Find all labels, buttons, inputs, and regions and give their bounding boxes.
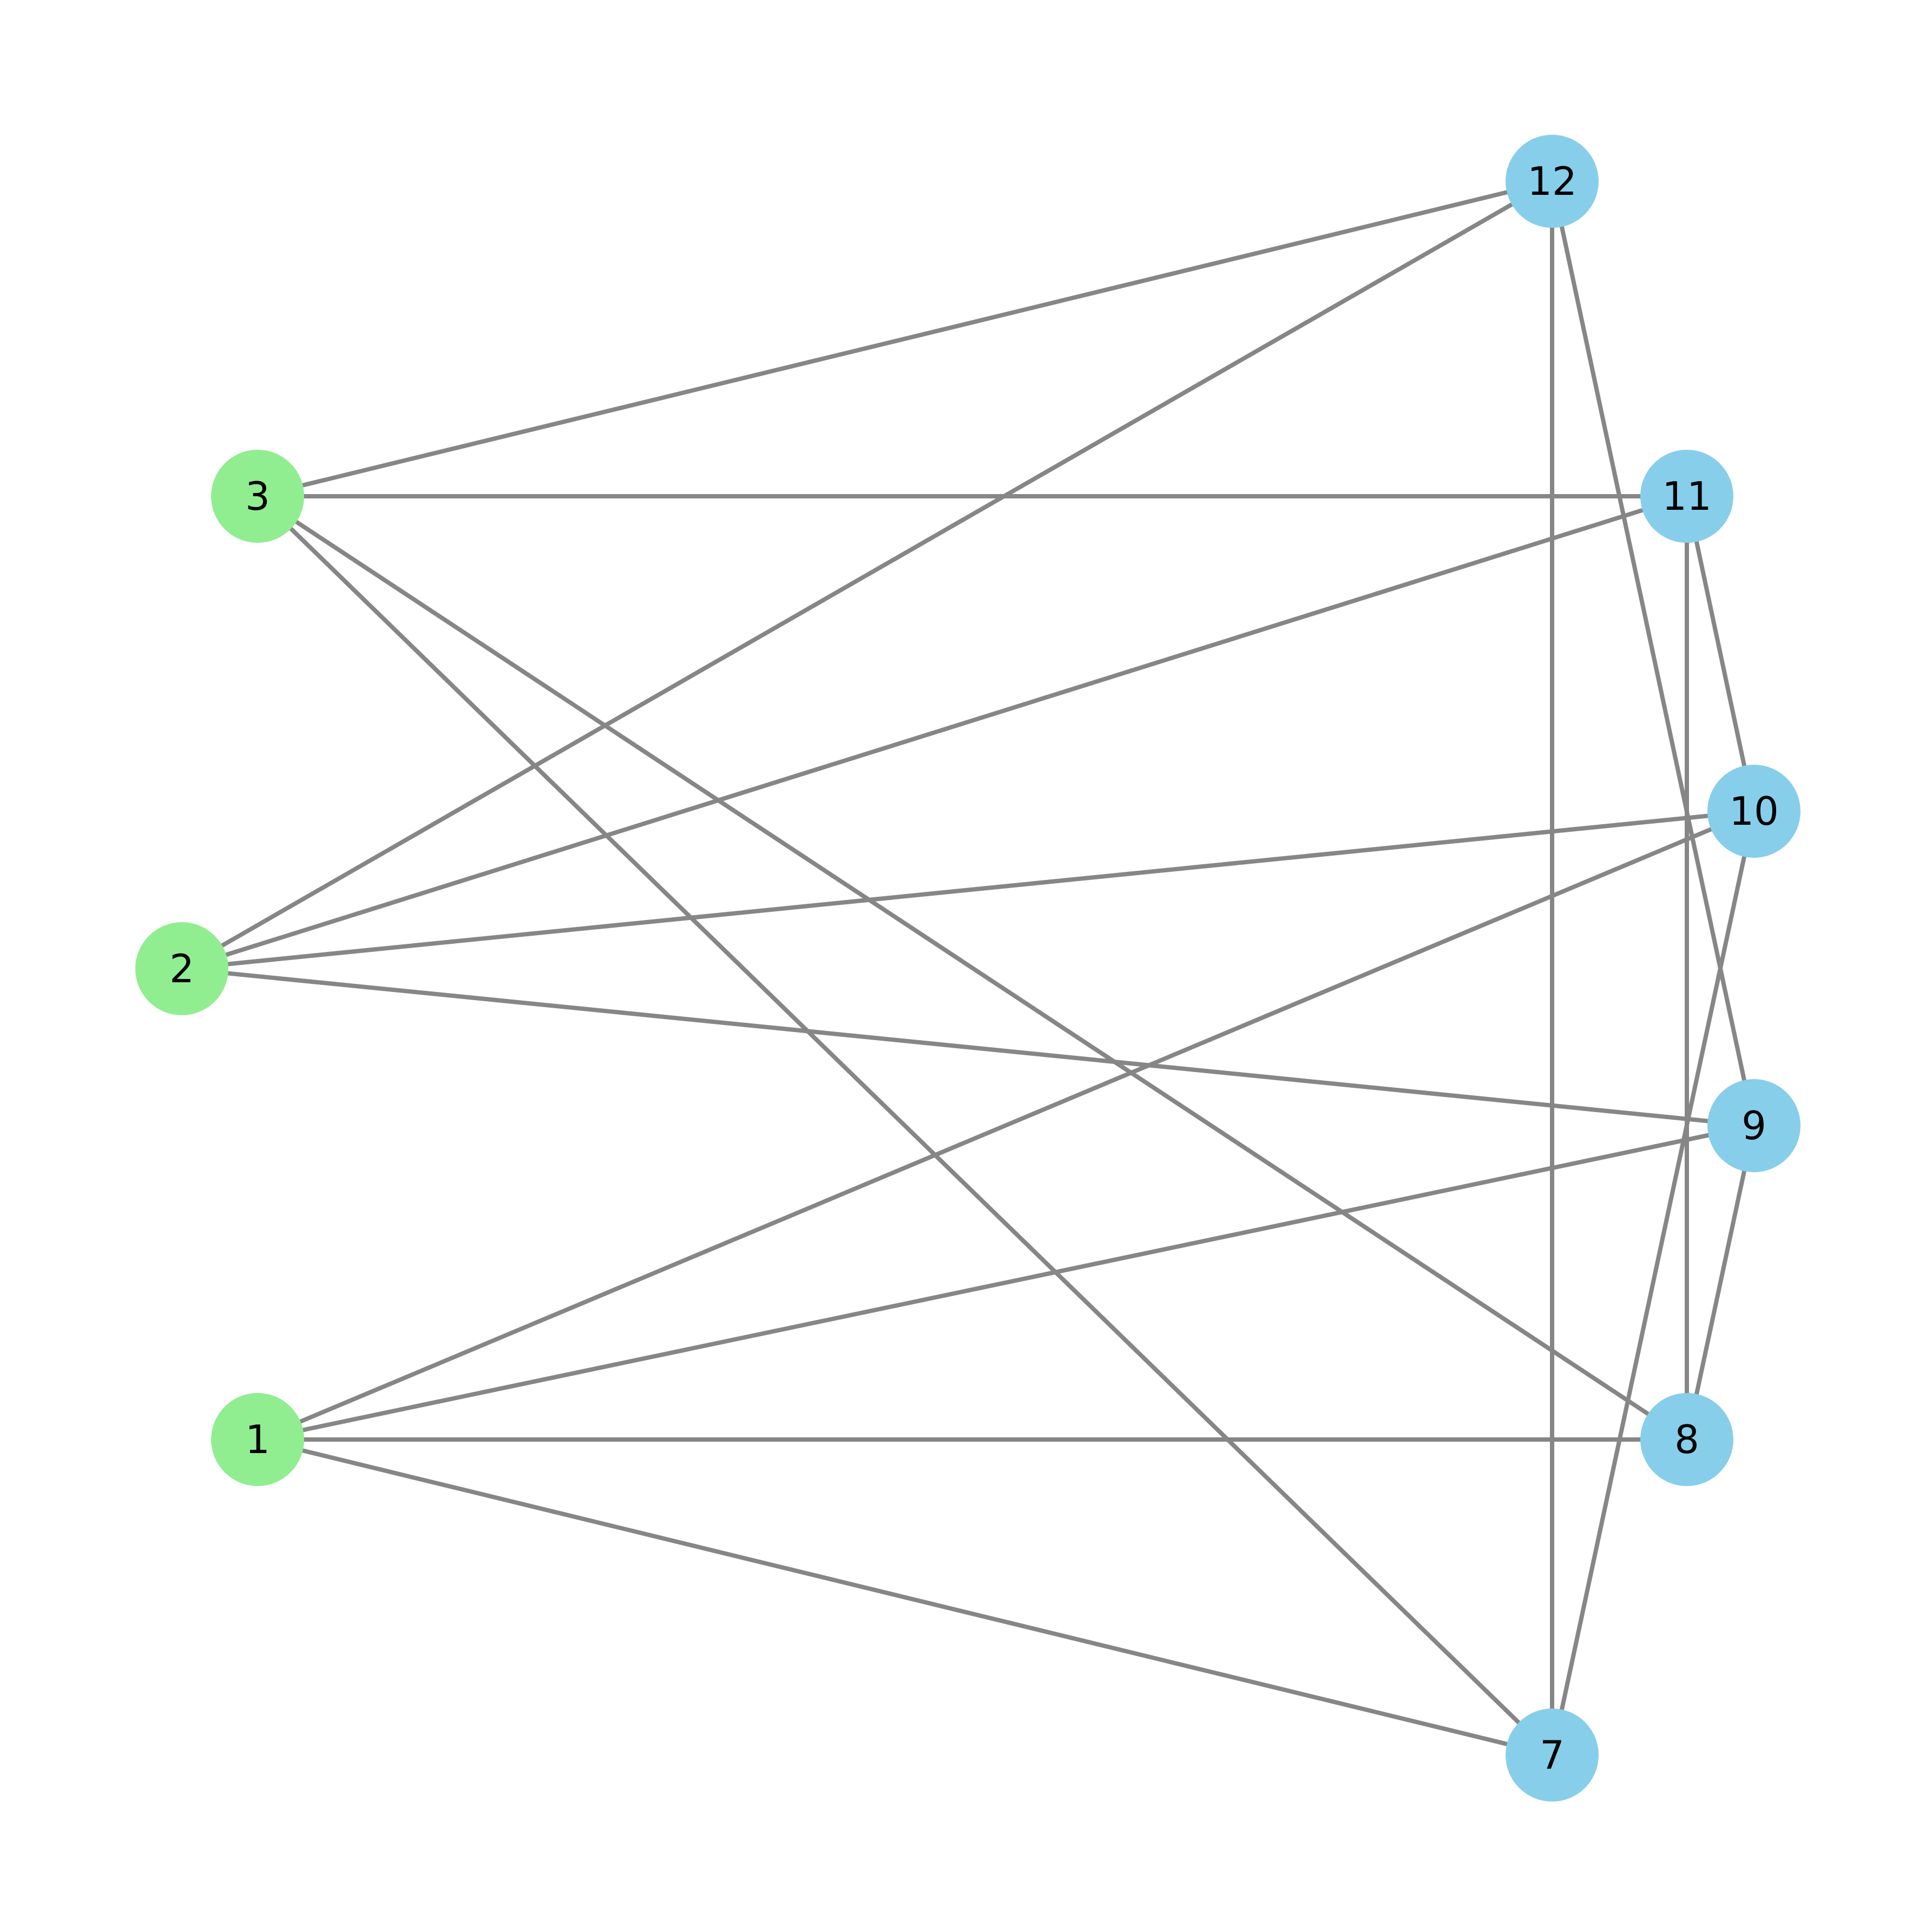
edge-1-7 — [257, 1437, 1553, 1757]
node-circle — [135, 922, 228, 1015]
node-label: 12 — [1527, 159, 1577, 204]
node-11: 11 — [1640, 450, 1733, 543]
edge-1-10 — [257, 809, 1755, 1442]
node-12: 12 — [1506, 135, 1599, 228]
node-2: 2 — [135, 922, 228, 1015]
node-circle — [1707, 765, 1800, 858]
node-label: 1 — [245, 1417, 270, 1462]
edge-3-8 — [256, 494, 1688, 1442]
node-label: 2 — [169, 946, 194, 991]
node-circle — [1506, 135, 1599, 228]
edge-9-12 — [1550, 181, 1756, 1126]
edge-3-12 — [257, 179, 1553, 498]
node-circle — [211, 1393, 304, 1486]
node-10: 10 — [1707, 765, 1800, 858]
node-circle — [1506, 1708, 1599, 1802]
edge-8-9 — [1685, 1125, 1756, 1440]
node-label: 8 — [1674, 1417, 1699, 1462]
node-label: 3 — [245, 474, 270, 519]
node-circle — [1707, 1079, 1800, 1172]
node-9: 9 — [1707, 1079, 1800, 1172]
node-1: 1 — [211, 1393, 304, 1486]
node-label: 11 — [1662, 474, 1712, 519]
node-circle — [211, 450, 304, 543]
edge-2-9 — [181, 967, 1754, 1128]
node-7: 7 — [1506, 1708, 1599, 1802]
edge-2-11 — [181, 494, 1688, 971]
node-8: 8 — [1640, 1393, 1733, 1486]
node-label: 10 — [1729, 788, 1779, 834]
node-3: 3 — [211, 450, 304, 543]
edge-1-9 — [257, 1123, 1754, 1442]
edges-layer — [181, 179, 1756, 1757]
edge-10-11 — [1685, 496, 1756, 812]
node-label: 7 — [1540, 1732, 1565, 1778]
edge-3-7 — [256, 495, 1554, 1757]
node-circle — [1640, 450, 1733, 543]
edge-2-12 — [181, 179, 1553, 971]
edge-2-10 — [181, 809, 1754, 971]
node-label: 9 — [1742, 1103, 1766, 1148]
node-circle — [1640, 1393, 1733, 1486]
